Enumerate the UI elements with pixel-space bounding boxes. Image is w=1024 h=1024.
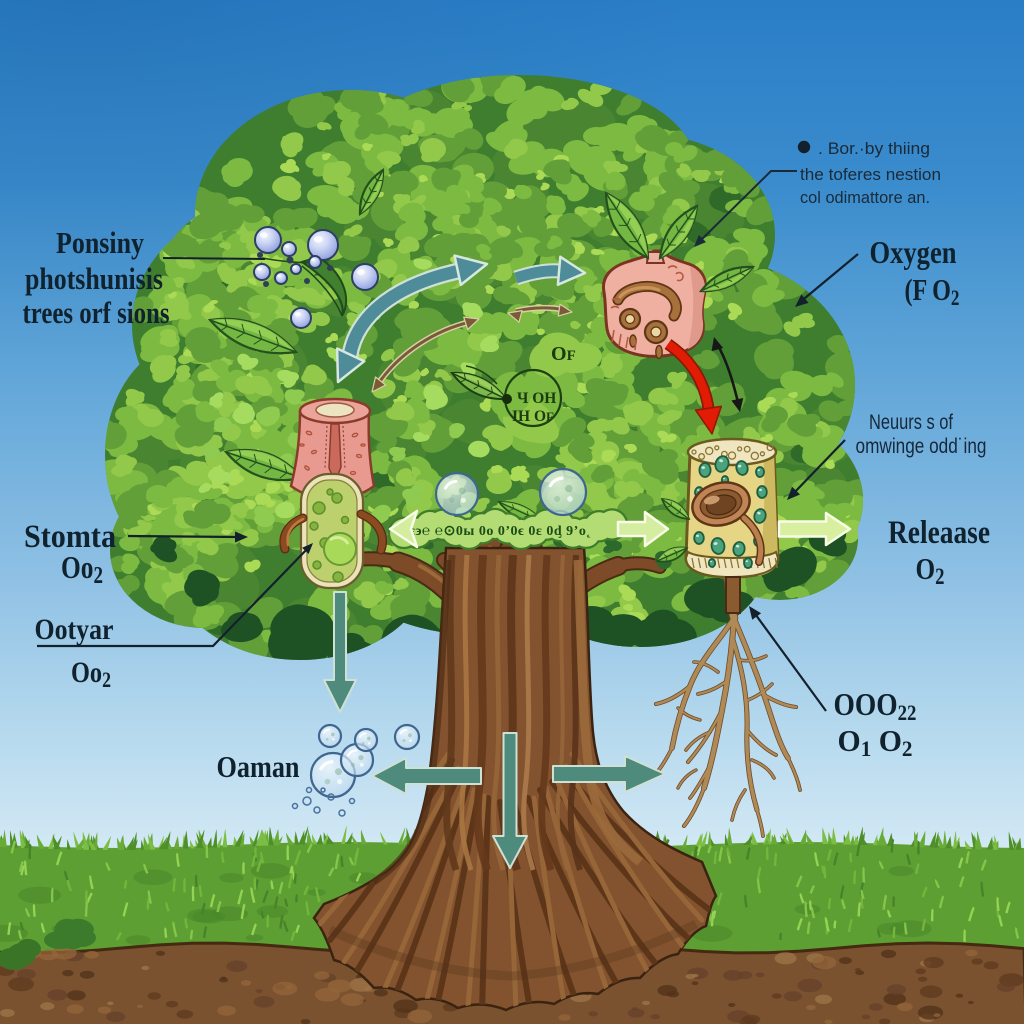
svg-text:ε϶℮ ℮⊙0ы 0ο 0ʼ0ϵ 0ε 0ᶁ 9ʼο˛: ε϶℮ ℮⊙0ы 0ο 0ʼ0ϵ 0ε 0ᶁ 9ʼο˛: [409, 524, 591, 539]
svg-text:Ч OH: Ч OH: [517, 390, 556, 407]
svg-text:photshunisis: photshunisis: [25, 261, 163, 296]
svg-text:trees orf sions: trees orf sions: [23, 295, 170, 330]
svg-text:O1 O2: O1 O2: [838, 723, 913, 761]
svg-text:IH OF: IH OF: [512, 408, 554, 425]
svg-text:Ponsiny: Ponsiny: [56, 225, 144, 260]
svg-text:the toferes nestion: the toferes nestion: [800, 165, 941, 184]
svg-text:Ootyar: Ootyar: [35, 613, 114, 646]
svg-text:Neuurs s of: Neuurs s of: [869, 411, 953, 434]
svg-text:Oaman: Oaman: [217, 749, 300, 784]
svg-text:col odimattore an.: col odimattore an.: [800, 188, 930, 207]
svg-text:. Bor.·by thiing: . Bor.·by thiing: [818, 139, 930, 158]
svg-text:Oxygen: Oxygen: [870, 234, 957, 270]
svg-text:omwinge odd˙ing: omwinge odd˙ing: [856, 435, 987, 458]
svg-text:Releaase: Releaase: [888, 515, 990, 551]
